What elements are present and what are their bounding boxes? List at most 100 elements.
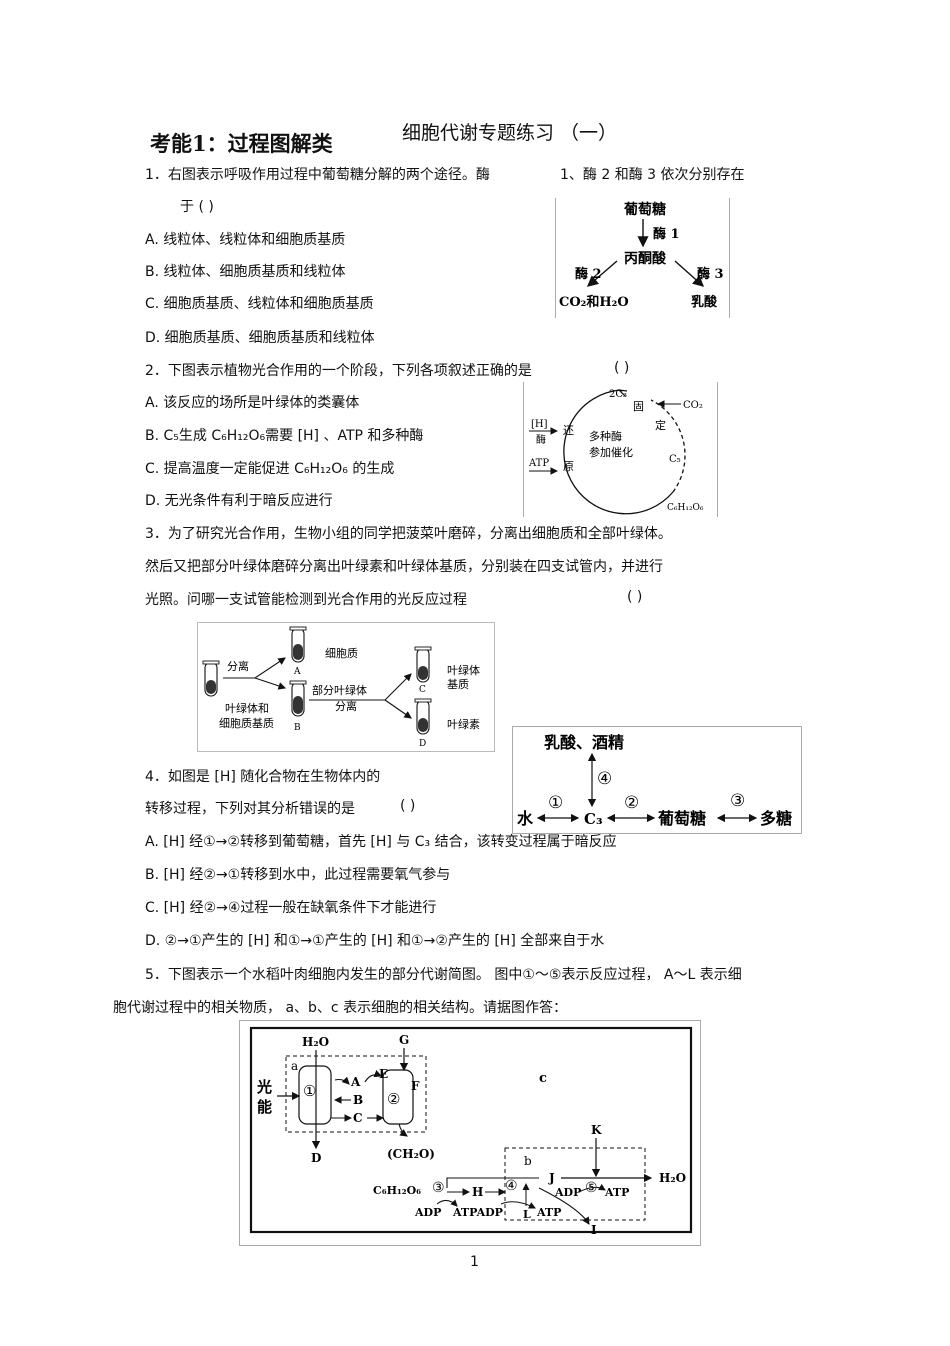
- fig5-substance-c: C: [353, 1111, 363, 1125]
- fig3-tube-b: B: [294, 723, 301, 733]
- fig2-c5: C₅: [669, 454, 681, 465]
- fig1-pyruvate: 丙酮酸: [624, 250, 667, 267]
- fig2-glucose: C₆H₁₂O₆: [667, 503, 704, 513]
- q2-figure: 2C₃ 固 定 CO₂ [H] 酶 还 原 多种酶 参加催化 C₅ ATP C₆…: [523, 382, 718, 517]
- q1-figure: 葡萄糖 酶 1 丙酮酸 酶 2 酶 3 CO₂和H₂O 乳酸: [555, 198, 730, 318]
- q3-line-3: 光照。问哪一支试管能检测到光合作用的光反应过程: [145, 592, 467, 608]
- fig4-step-3: ③: [730, 791, 745, 811]
- q1-stem-b: 1、酶 2 和酶 3 依次分别存在: [560, 167, 745, 183]
- q5-figure: a ① ② H₂O D G 光 能 A B E F C c (CH₂O) b K…: [239, 1020, 701, 1246]
- fig2-enzyme: 酶: [536, 433, 546, 446]
- q5-line-1: 5．下图表示一个水稻叶肉细胞内发生的部分代谢简图。 图中①～⑤表示反应过程， A…: [145, 967, 742, 983]
- fig2-reduce-2: 原: [563, 460, 574, 473]
- fig5-light-1: 光: [256, 1078, 272, 1096]
- fig5-substance-i: I: [591, 1223, 597, 1237]
- q1-stem-a: 1．右图表示呼吸作用过程中葡萄糖分解的两个途径。酶: [145, 167, 490, 183]
- fig3-separate-2: 分离: [335, 699, 357, 713]
- fig2-multi-enzyme: 多种酶: [589, 429, 622, 443]
- fig2-catalysis: 参加催化: [589, 445, 633, 459]
- fig3-partial-chloroplast: 部分叶绿体: [312, 683, 367, 697]
- fig1-glucose: 葡萄糖: [623, 201, 666, 218]
- fig1-enzyme3: 酶 3: [697, 266, 724, 282]
- q4-stem-1: 4．如图是 [H] 随化合物在生物体内的: [145, 769, 381, 785]
- fig5-h2o-right: H₂O: [659, 1171, 686, 1185]
- fig5-step-3: ③: [432, 1180, 445, 1196]
- fig2-reduce-1: 还: [563, 424, 574, 437]
- q3-line-1: 3．为了研究光合作用，生物小组的同学把菠菜叶磨碎，分离出细胞质和全部叶绿体。: [145, 526, 672, 542]
- fig3-tube-d: D: [419, 739, 426, 749]
- q2-option-a: A. 该反应的场所是叶绿体的类囊体: [145, 395, 360, 411]
- q3-line-2: 然后又把部分叶绿体磨碎分离出叶绿素和叶绿体基质，分别装在四支试管内，并进行: [145, 559, 663, 575]
- fig4-polysaccharide: 多糖: [760, 809, 792, 828]
- q1-option-c: C. 细胞质基质、线粒体和细胞质基质: [145, 296, 374, 312]
- fig1-enzyme2: 酶 2: [575, 266, 602, 282]
- fig1-lactic-acid: 乳酸: [691, 294, 718, 310]
- fig5-substance-b: B: [353, 1093, 363, 1107]
- fig2-fix-2: 定: [655, 418, 666, 432]
- fig3-mixture-1: 叶绿体和: [225, 701, 269, 715]
- q2-stem: 2．下图表示植物光合作用的一个阶段，下列各项叙述正确的是: [145, 363, 532, 379]
- fig3-cytoplasm: 细胞质: [325, 647, 358, 660]
- document-title: 细胞代谢专题练习 （一）: [402, 122, 618, 144]
- fig4-lactic-alcohol: 乳酸、酒精: [544, 733, 624, 752]
- fig5-substance-j: J: [548, 1171, 555, 1185]
- fig5-substance-k: K: [591, 1123, 602, 1137]
- fig3-tube-c: C: [419, 685, 426, 695]
- fig5-substance-d: D: [311, 1151, 321, 1165]
- fig5-step-4: ④: [505, 1178, 518, 1194]
- fig5-atp-2: ATP: [536, 1206, 561, 1219]
- q4-option-a: A. [H] 经①→②转移到葡萄糖，首先 [H] 与 C₃ 结合，该转变过程属于…: [145, 834, 617, 850]
- fig5-step-2: ②: [387, 1090, 400, 1108]
- fig2-h: [H]: [531, 419, 548, 430]
- q4-option-d: D. ②→①产生的 [H] 和①→①产生的 [H] 和①→②产生的 [H] 全部…: [145, 933, 605, 949]
- fig5-atp-1: ATP: [604, 1186, 629, 1199]
- page-number: 1: [470, 1254, 479, 1270]
- fig1-co2-h2o: CO₂和H₂O: [559, 294, 629, 310]
- q1-option-d: D. 细胞质基质、细胞质基质和线粒体: [145, 330, 375, 346]
- fig5-substance-f: F: [411, 1079, 420, 1093]
- fig1-enzyme1: 酶 1: [653, 226, 680, 242]
- q2-answer-paren: ( ): [614, 360, 630, 376]
- q5-line-2: 胞代谢过程中的相关物质， a、b、c 表示细胞的相关结构。请据图作答：: [113, 1000, 568, 1016]
- fig4-glucose: 葡萄糖: [657, 809, 706, 828]
- fig2-co2: CO₂: [683, 400, 703, 411]
- fig3-separate-1: 分离: [227, 659, 249, 673]
- fig5-structure-b: b: [524, 1154, 532, 1168]
- fig5-light-2: 能: [257, 1098, 272, 1116]
- q1-option-a: A. 线粒体、线粒体和细胞质基质: [145, 232, 346, 248]
- fig4-step-2: ②: [624, 793, 639, 813]
- q4-option-b: B. [H] 经②→①转移到水中，此过程需要氧气参与: [145, 867, 451, 883]
- fig5-substance-h: H: [472, 1185, 483, 1199]
- fig3-stroma-2: 基质: [447, 678, 469, 691]
- q3-answer-paren: ( ): [627, 589, 643, 605]
- q2-option-d: D. 无光条件有利于暗反应进行: [145, 493, 333, 509]
- fig4-step-4: ④: [597, 769, 612, 789]
- fig5-substance-a: A: [350, 1075, 361, 1089]
- fig2-atp: ATP: [528, 458, 549, 469]
- fig4-water: 水: [517, 809, 534, 828]
- q4-answer-paren: ( ): [400, 798, 416, 814]
- fig4-step-1: ①: [548, 793, 563, 813]
- fig5-structure-c: c: [539, 1071, 547, 1086]
- fig5-step-1: ①: [303, 1082, 316, 1100]
- fig5-substance-e: E: [379, 1067, 388, 1081]
- fig5-h2o-top: H₂O: [302, 1035, 329, 1049]
- q4-stem-2: 转移过程，下列对其分析错误的是: [145, 801, 355, 817]
- fig4-c3: C₃: [584, 810, 603, 828]
- q4-option-c: C. [H] 经②→④过程一般在缺氧条件下才能进行: [145, 900, 437, 916]
- q4-figure: 乳酸、酒精 ④ 水 ① C₃ ② 葡萄糖 ③ 多糖: [512, 726, 802, 834]
- fig3-stroma-1: 叶绿体: [447, 663, 480, 677]
- fig5-adp-1: ADP: [554, 1186, 581, 1199]
- q1-stem-c: 于 ( ): [180, 199, 214, 215]
- q1-option-b: B. 线粒体、细胞质基质和线粒体: [145, 264, 346, 280]
- q2-option-b: B. C₅生成 C₆H₁₂O₆需要 [H] 、ATP 和多种酶: [145, 428, 424, 444]
- fig5-ch2o: (CH₂O): [387, 1147, 435, 1161]
- fig3-chlorophyll: 叶绿素: [447, 717, 480, 731]
- fig5-substance-g: G: [399, 1033, 409, 1047]
- q3-figure: 分离 A 细胞质 B 叶绿体和 细胞质基质 部分叶绿体 分离 C 叶绿体 基质 …: [197, 622, 495, 752]
- fig5-substance-l: L: [523, 1208, 531, 1221]
- fig3-tube-a: A: [293, 667, 301, 677]
- fig2-2c3: 2C₃: [609, 389, 627, 400]
- fig2-fix-1: 固: [633, 400, 644, 413]
- section-label: 考能1：过程图解类: [150, 131, 333, 156]
